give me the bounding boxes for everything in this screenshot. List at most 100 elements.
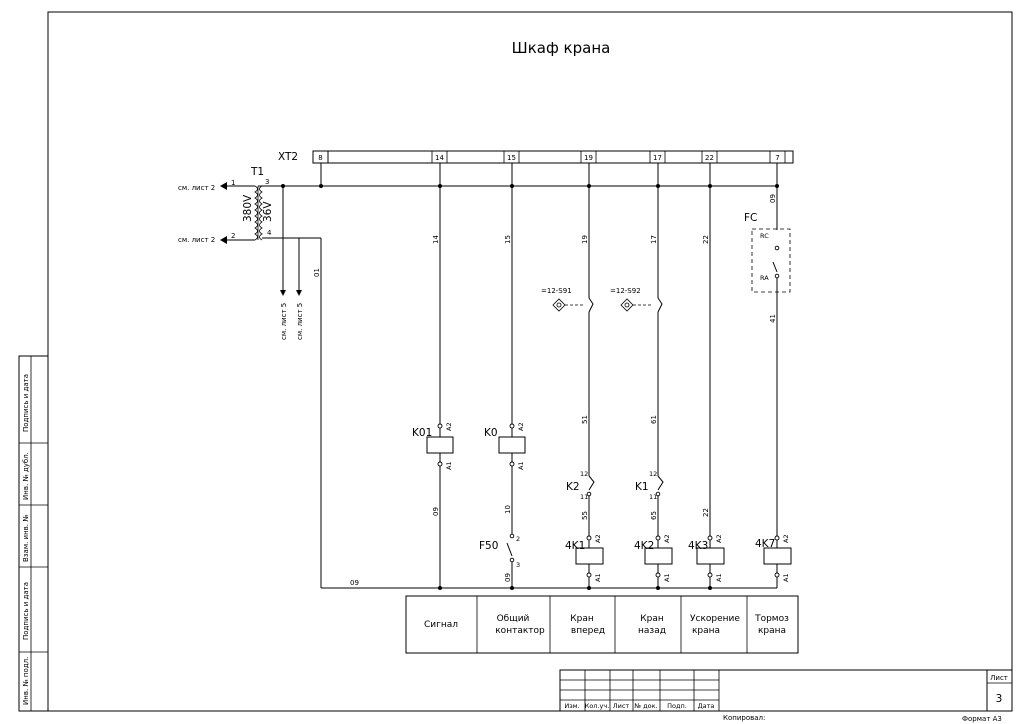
coil-label-k01: K01: [412, 427, 432, 439]
legend-accel-1: Ускорение: [690, 614, 740, 624]
wire-label-51: 51: [581, 415, 589, 424]
legend-brake-1: Тормоз: [754, 614, 789, 624]
pin-3: 3: [516, 561, 520, 569]
wire-label-09: 09: [504, 573, 512, 582]
transformer-secondary-voltage: 36V: [262, 201, 274, 222]
terminal-block-label: XT2: [278, 151, 298, 163]
pin-a2: A2: [663, 534, 671, 543]
pin-12: 12: [580, 470, 588, 478]
fc-label: FC: [744, 212, 757, 224]
sensor-label-s92: =12-S92: [610, 287, 641, 295]
terminal-15: 15: [507, 154, 516, 162]
legend-forward-2: вперед: [571, 626, 605, 636]
transformer-pin-2: 2: [231, 232, 235, 240]
arrow-left-icon: [220, 236, 227, 244]
pin-a2: A2: [445, 422, 453, 431]
transformer-t1: T1 380V 36V 1 2 3 4: [224, 166, 321, 241]
branch-4k2: 17 =12-S92 61 12 11 K1 65 4K2 A2 A1: [610, 186, 673, 588]
side-label-inv-orig: Инв. № подл.: [22, 657, 30, 705]
sensor-icon: [552, 298, 566, 312]
drawing-frame: [47, 11, 1013, 712]
fc-pin-ra: RA: [760, 274, 769, 282]
transformer-pin-1: 1: [231, 179, 235, 187]
ref-sheet5-b: см. лист 5: [296, 303, 304, 340]
stamp-col-date: Дата: [698, 702, 715, 710]
k2-contact: [588, 475, 595, 491]
wire-label-41: 41: [769, 314, 777, 323]
wire-label-17: 17: [650, 235, 658, 244]
stamp-col-doc: № док.: [633, 702, 657, 710]
coil-label-4k7: 4K7: [755, 538, 775, 550]
ref-sheet2-bottom: см. лист 2: [178, 236, 215, 244]
legend-forward-1: Кран: [570, 614, 594, 624]
side-label-inv-dupl: Инв. № дубл.: [22, 452, 30, 500]
arrow-down-icon: [280, 290, 286, 296]
terminal-block-xt2: XT2 8 14 15 19 17 22 7: [278, 150, 794, 164]
branch-k01: 14 K01 A2 A1 09: [412, 186, 454, 588]
legend-main-contactor-2: контактор: [495, 626, 545, 636]
branch-4k7: 09 FC RC RA 41 4K7 A2 A1: [744, 186, 792, 588]
function-legend: Сигнал Общий контактор Кран вперед Кран …: [405, 595, 799, 654]
pin-a2: A2: [715, 534, 723, 543]
coil-label-k0: K0: [484, 427, 498, 439]
side-label-replace-inv: Взам. инв. №: [22, 514, 30, 562]
copied-label: Копировал:: [723, 714, 765, 722]
sensor-label-s91: =12-S91: [541, 287, 572, 295]
wire-label-65: 65: [650, 511, 658, 520]
f50-contact: [506, 542, 513, 557]
pin-2: 2: [516, 535, 520, 543]
wire-label-09: 09: [769, 194, 777, 203]
pin-a2: A2: [517, 422, 525, 431]
terminal-19: 19: [584, 154, 593, 162]
pin-a1: A1: [517, 461, 525, 470]
pin-a1: A1: [715, 573, 723, 582]
ref-sheet2-top: см. лист 2: [178, 184, 215, 192]
contact-label-f50: F50: [479, 540, 498, 552]
fc-relay-box: [751, 228, 791, 293]
contact-label-k2: K2: [566, 481, 580, 493]
arrow-left-icon: [220, 182, 227, 190]
stamp-col-sign: Подп.: [667, 702, 687, 710]
wire-label-09-bus: 09: [350, 579, 359, 587]
legend-back-1: Кран: [640, 614, 664, 624]
pin-a2: A2: [594, 534, 602, 543]
arrow-down-icon: [296, 290, 302, 296]
wire-label-09: 09: [432, 507, 440, 516]
ref-sheet5-a: см. лист 5: [280, 303, 288, 340]
legend-main-contactor-1: Общий: [497, 614, 530, 624]
legend-signal: Сигнал: [424, 620, 458, 630]
pin-a1: A1: [663, 573, 671, 582]
wire-label-22: 22: [702, 235, 710, 244]
side-label-sign-date-1: Подпись и дата: [22, 374, 30, 432]
wire-label-61: 61: [650, 415, 658, 424]
drawing-title: Шкаф крана: [512, 39, 611, 57]
legend-brake-2: крана: [758, 626, 786, 636]
branch-k0: 15 K0 A2 A1 10 F50 2 3 09: [479, 186, 526, 588]
terminal-17: 17: [653, 154, 662, 162]
sheet-label: Лист: [990, 674, 1008, 682]
wire-label-15: 15: [504, 235, 512, 244]
format-label: Формат А3: [962, 715, 1002, 723]
transformer-pin-4: 4: [267, 229, 272, 237]
pin-11: 11: [580, 493, 588, 501]
sheet-refs: см. лист 2 см. лист 2 см. лист 5 см. лис…: [178, 182, 304, 340]
stamp-col-count: Кол.уч.: [585, 702, 610, 710]
wire-label-22: 22: [702, 508, 710, 517]
terminal-14: 14: [435, 154, 444, 162]
pin-a2: A2: [782, 534, 790, 543]
k1-contact: [657, 475, 664, 491]
wire-label-14: 14: [432, 235, 440, 244]
terminal-22: 22: [705, 154, 714, 162]
stamp-col-change: Изм.: [564, 702, 579, 710]
legend-accel-2: крана: [692, 626, 720, 636]
pin-a1: A1: [782, 573, 790, 582]
pin-a1: A1: [594, 573, 602, 582]
sensor-icon: [620, 298, 634, 312]
side-label-sign-date-2: Подпись и дата: [22, 582, 30, 640]
branch-4k3: 22 22 4K3 A2 A1: [688, 186, 725, 588]
transformer-primary-voltage: 380V: [242, 194, 254, 222]
stamp-col-sheet: Лист: [613, 702, 630, 710]
wire-label-55: 55: [581, 511, 589, 520]
sheet-number: 3: [996, 693, 1003, 705]
